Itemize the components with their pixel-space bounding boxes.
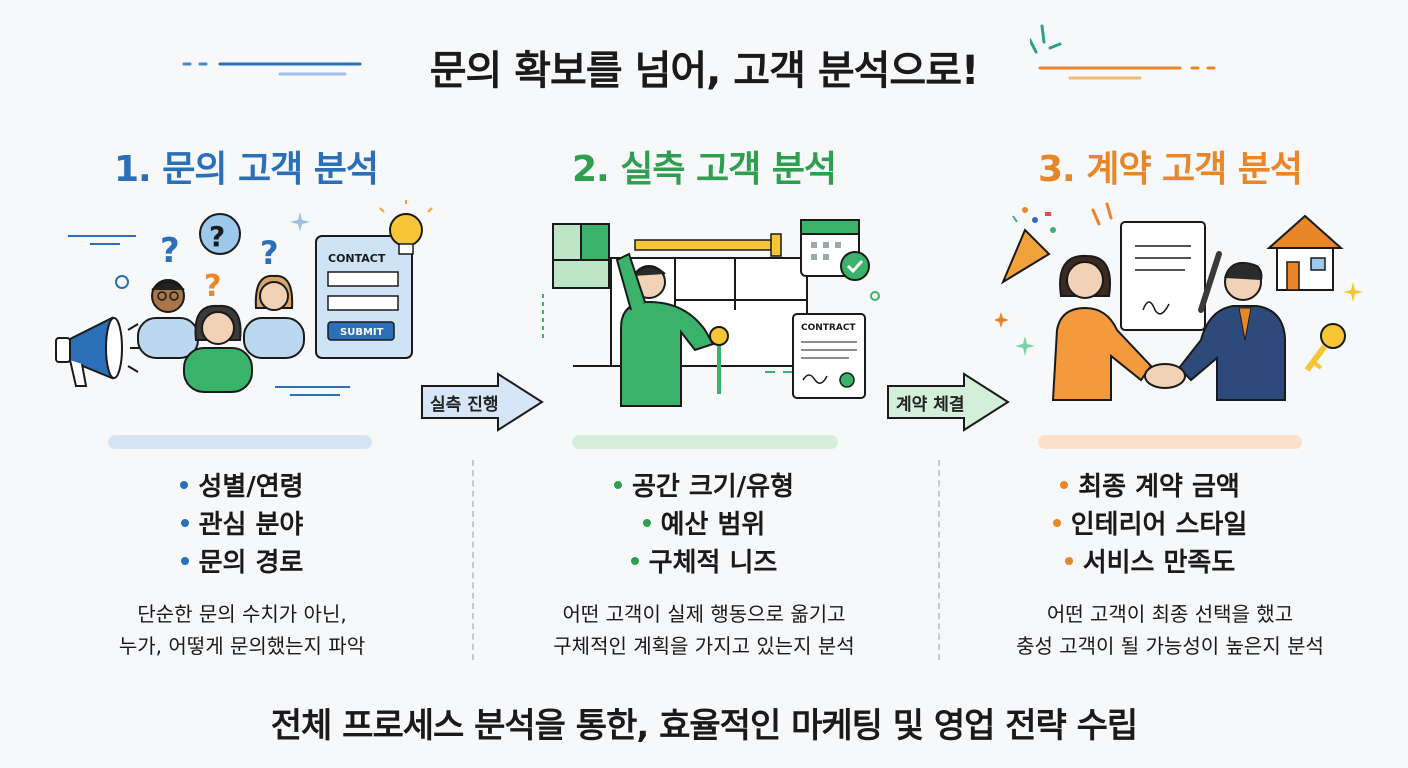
arrow-1-label: 실측 진행 — [430, 395, 499, 415]
stage-3-illustration — [995, 202, 1363, 401]
contract-document-icon: CONTRACT — [792, 313, 866, 399]
bullet-item: 인테리어 스타일 — [940, 506, 1360, 544]
stage-3-bar — [1038, 435, 1302, 449]
key-icon — [1304, 323, 1346, 372]
title-decoration-left — [182, 62, 362, 76]
question-icon: ? — [204, 269, 221, 304]
handshake-icon — [1144, 363, 1186, 389]
stage-2-illustration: CONTRACT — [542, 219, 880, 407]
man-icon — [1177, 262, 1286, 401]
person-icon — [137, 279, 199, 359]
page-title: 문의 확보를 넘어, 고객 분석으로! — [429, 48, 980, 94]
signed-contract-icon — [1120, 221, 1222, 331]
divider-1 — [472, 460, 474, 660]
form-submit-label: SUBMIT — [340, 327, 384, 338]
person-icon — [243, 274, 305, 359]
contract-header-label: CONTRACT — [801, 323, 856, 333]
arrow-1 — [421, 372, 544, 432]
form-header-label: CONTACT — [328, 252, 386, 265]
question-bubble-icon: ? — [199, 213, 241, 255]
question-icon: ? — [260, 234, 279, 272]
floor-plan-icon — [552, 223, 610, 289]
bullet-item: 예산 범위 — [494, 506, 914, 544]
stage-2-description: 어떤 고객이 실제 행동으로 옮기고 구체적인 계획을 가지고 있는지 분석 — [553, 602, 855, 658]
calendar-icon — [800, 219, 870, 281]
arrow-2 — [887, 372, 1010, 432]
title-decoration-right — [1030, 24, 1216, 80]
tape-measure-icon — [634, 233, 782, 257]
stage-1-title: 1. 문의 고객 분석 — [113, 149, 379, 190]
bullet-item: 성별/연령 — [32, 468, 452, 506]
person-icon — [183, 304, 253, 393]
question-icon: ? — [160, 231, 180, 271]
stage-1-bullets: 성별/연령 관심 분야 문의 경로 — [32, 468, 452, 582]
stage-1-illustration: ? ? ? ? CONTACT SUBMIT — [55, 200, 433, 396]
stage-3-bullets: 최종 계약 금액 인테리어 스타일 서비스 만족도 — [940, 468, 1360, 582]
woman-icon — [1051, 254, 1153, 401]
megaphone-icon — [55, 316, 142, 387]
svg-text:?: ? — [209, 220, 225, 253]
stage-3-title: 3. 계약 고객 분석 — [1037, 149, 1303, 190]
arrow-2-label: 계약 체결 — [896, 395, 965, 415]
bullet-item: 공간 크기/유형 — [494, 468, 914, 506]
person-measuring-icon — [615, 252, 729, 407]
stage-2-bullets: 공간 크기/유형 예산 범위 구체적 니즈 — [494, 468, 914, 582]
bullet-item: 최종 계약 금액 — [940, 468, 1360, 506]
lightbulb-icon — [379, 200, 433, 255]
house-icon — [1266, 214, 1344, 291]
bullet-item: 문의 경로 — [32, 544, 452, 582]
stage-2-bar — [572, 435, 838, 449]
stage-2-title: 2. 실측 고객 분석 — [571, 149, 837, 190]
stage-3-description: 어떤 고객이 최종 선택을 했고 충성 고객이 될 가능성이 높은지 분석 — [1016, 602, 1324, 658]
bullet-item: 관심 분야 — [32, 506, 452, 544]
footer-summary: 전체 프로세스 분석을 통한, 효율적인 마케팅 및 영업 전략 수립 — [270, 706, 1138, 746]
party-popper-icon — [1000, 207, 1056, 285]
bullet-item: 서비스 만족도 — [940, 544, 1360, 582]
divider-2 — [938, 460, 940, 660]
stage-1-description: 단순한 문의 수치가 아닌, 누가, 어떻게 문의했는지 파악 — [118, 602, 366, 658]
stage-1-bar — [108, 435, 372, 449]
bullet-item: 구체적 니즈 — [494, 544, 914, 582]
contact-form-icon: CONTACT SUBMIT — [315, 235, 413, 359]
